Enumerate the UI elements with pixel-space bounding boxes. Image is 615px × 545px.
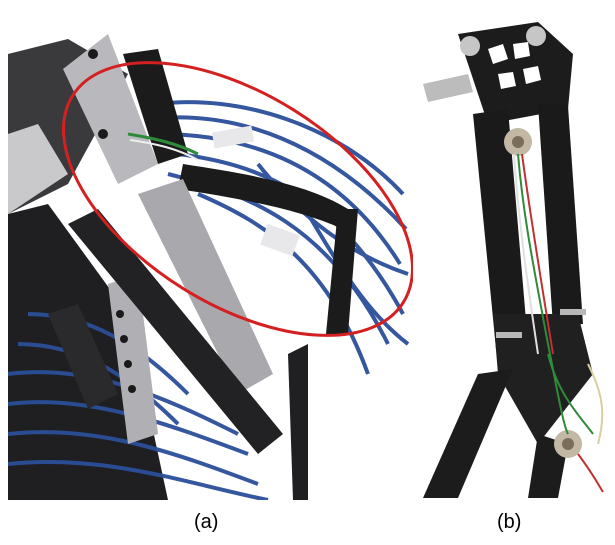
photo-panel-a xyxy=(8,14,413,500)
screw-icon xyxy=(460,36,480,56)
panel-caption-b: (b) xyxy=(497,511,522,533)
screw-icon xyxy=(526,26,546,46)
highlight-ellipse xyxy=(62,61,413,337)
photo-a-illustration xyxy=(8,14,413,500)
panel-caption-a: (a) xyxy=(194,511,219,533)
photo-panel-b xyxy=(418,14,610,498)
photo-b-illustration xyxy=(418,14,610,498)
